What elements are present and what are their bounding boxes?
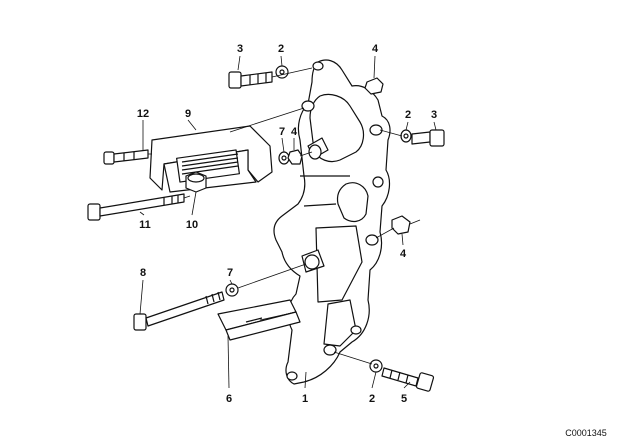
callout-2-top: 2 <box>278 43 284 55</box>
main-bracket <box>273 59 391 385</box>
callout-10: 10 <box>186 219 198 231</box>
callout-2-bottom: 2 <box>369 393 375 405</box>
washer-lower-left <box>225 283 239 297</box>
nut-top <box>364 77 384 95</box>
callout-6: 6 <box>226 393 232 405</box>
nut-right-middle <box>391 215 411 235</box>
callout-11: 11 <box>139 219 151 231</box>
leader-lines <box>139 55 437 389</box>
callout-4-mid: 4 <box>291 126 298 138</box>
spacer-bushing <box>185 171 207 193</box>
callout-7-lower: 7 <box>227 267 233 279</box>
nut-mid <box>287 149 303 165</box>
callout-3-top: 3 <box>237 43 243 55</box>
callout-4-lower: 4 <box>400 248 407 260</box>
clamp-bracket <box>149 125 273 193</box>
hex-bolt-right <box>411 129 445 147</box>
bolt-left-small <box>103 149 149 165</box>
reference-code: C0001345 <box>565 428 607 438</box>
hex-bolt-bottom <box>381 367 435 392</box>
callout-3-right: 3 <box>431 109 437 121</box>
washer-top <box>275 65 289 79</box>
callout-1: 1 <box>302 393 308 405</box>
washer-bottom <box>369 359 383 373</box>
strap-plate <box>217 299 301 341</box>
hex-bolt-top <box>228 71 273 89</box>
callout-8: 8 <box>140 267 146 279</box>
callout-5: 5 <box>401 393 407 405</box>
callout-labels: 3 2 4 12 9 7 4 2 3 11 10 4 8 7 6 1 2 5 <box>137 43 437 405</box>
callout-7-upper: 7 <box>279 126 285 138</box>
washer-right <box>400 129 412 143</box>
long-bolt-upper <box>87 193 185 221</box>
callout-2-right: 2 <box>405 109 411 121</box>
callout-4-top: 4 <box>372 43 379 55</box>
callout-9: 9 <box>185 108 191 120</box>
long-bolt-lower <box>133 291 225 331</box>
callout-12: 12 <box>137 108 149 120</box>
